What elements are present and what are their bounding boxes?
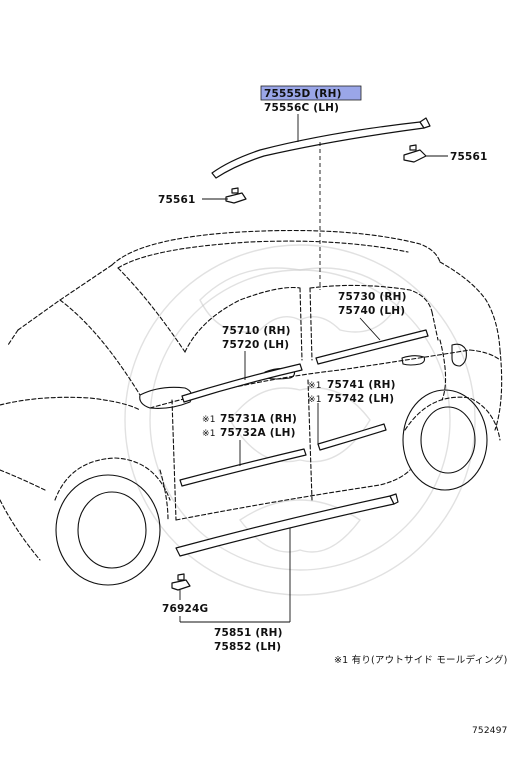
label-roof-rh[interactable]: 75555D (RH) <box>264 88 342 100</box>
roof-molding[interactable] <box>211 117 431 179</box>
rocker-molding[interactable] <box>175 493 399 557</box>
rocker-clip[interactable] <box>171 573 191 591</box>
label-rear-door-lh[interactable]: 75742 (LH) <box>327 393 394 405</box>
roof-clip-right[interactable] <box>403 144 427 163</box>
front-door-molding[interactable] <box>179 448 307 487</box>
label-front-door-lh[interactable]: 75732A (LH) <box>220 427 296 439</box>
label-clip-bottom[interactable]: 76924G <box>162 603 208 615</box>
label-rear-belt-lh[interactable]: 75740 (LH) <box>338 305 405 317</box>
illustration-number: 752497 <box>472 726 508 736</box>
label-roof-lh[interactable]: 75556C (LH) <box>264 102 339 114</box>
mark-front-door-rh: ※1 <box>202 415 216 425</box>
label-clip-left[interactable]: 75561 <box>158 194 196 206</box>
label-front-belt-rh[interactable]: 75710 (RH) <box>222 325 291 337</box>
mark-rear-door-rh: ※1 <box>308 381 322 391</box>
roof-clip-left[interactable] <box>225 187 247 204</box>
label-clip-right[interactable]: 75561 <box>450 151 488 163</box>
footnote: ※1 有り(アウトサイド モールディング) <box>334 654 508 666</box>
front-belt-molding[interactable] <box>181 363 303 403</box>
rear-belt-molding[interactable] <box>315 329 429 365</box>
label-rear-belt-rh[interactable]: 75730 (RH) <box>338 291 407 303</box>
rear-door-molding[interactable] <box>317 423 387 451</box>
callouts: 75555D (RH) 75556C (LH) 75561 75561 7573… <box>158 88 488 653</box>
mark-front-door-lh: ※1 <box>202 429 216 439</box>
label-rear-door-rh[interactable]: 75741 (RH) <box>327 379 396 391</box>
label-front-belt-lh[interactable]: 75720 (LH) <box>222 339 289 351</box>
mark-rear-door-lh: ※1 <box>308 395 322 405</box>
label-front-door-rh[interactable]: 75731A (RH) <box>220 413 297 425</box>
leader-lines <box>179 114 448 623</box>
selected-part-highlight <box>260 85 362 101</box>
label-rocker-rh[interactable]: 75851 (RH) <box>214 627 283 639</box>
label-rocker-lh[interactable]: 75852 (LH) <box>214 641 281 653</box>
car-outline <box>0 229 503 586</box>
